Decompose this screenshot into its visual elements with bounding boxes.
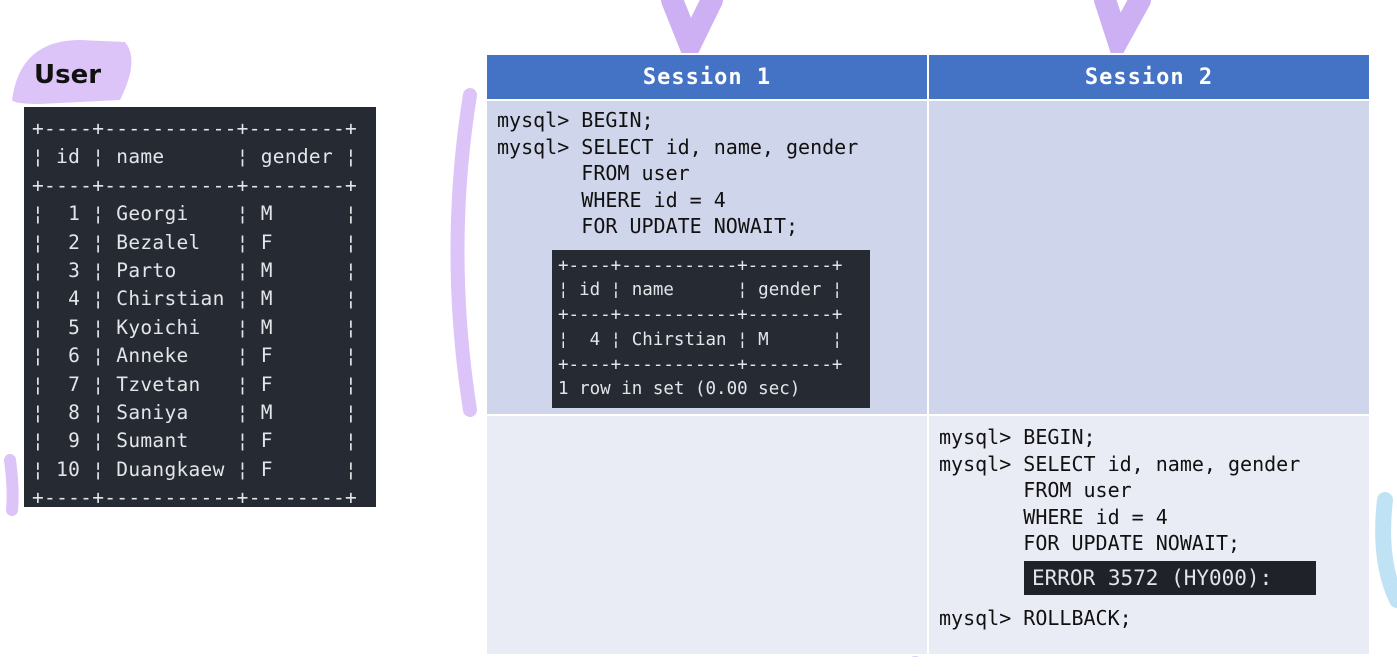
session-1-step-2-cell bbox=[485, 414, 929, 656]
user-table-title: User bbox=[34, 60, 102, 90]
session-2-header: Session 2 bbox=[927, 53, 1371, 101]
session-1-header: Session 1 bbox=[485, 53, 929, 101]
session-2-step-1-cell bbox=[927, 99, 1371, 416]
user-table-ascii: +----+-----------+--------+ ¦ id ¦ name … bbox=[32, 117, 358, 510]
session-1-result-table: +----+-----------+--------+ ¦ id ¦ name … bbox=[558, 255, 843, 400]
session-1-query: mysql> BEGIN; mysql> SELECT id, name, ge… bbox=[497, 108, 859, 238]
session-comparison-table: Session 1 Session 2 mysql> BEGIN; mysql>… bbox=[485, 53, 1371, 656]
session-1-result-terminal: +----+-----------+--------+ ¦ id ¦ name … bbox=[552, 249, 870, 409]
session-2-query: mysql> BEGIN; mysql> SELECT id, name, ge… bbox=[939, 425, 1301, 555]
session-1-step-1-cell: mysql> BEGIN; mysql> SELECT id, name, ge… bbox=[485, 99, 929, 416]
session-2-rollback: mysql> ROLLBACK; bbox=[939, 605, 1132, 630]
user-table-terminal: +----+-----------+--------+ ¦ id ¦ name … bbox=[24, 107, 376, 509]
session-2-step-2-cell: mysql> BEGIN; mysql> SELECT id, name, ge… bbox=[927, 414, 1371, 656]
session-2-error-message: ERROR 3572 (HY000): bbox=[1024, 560, 1316, 595]
